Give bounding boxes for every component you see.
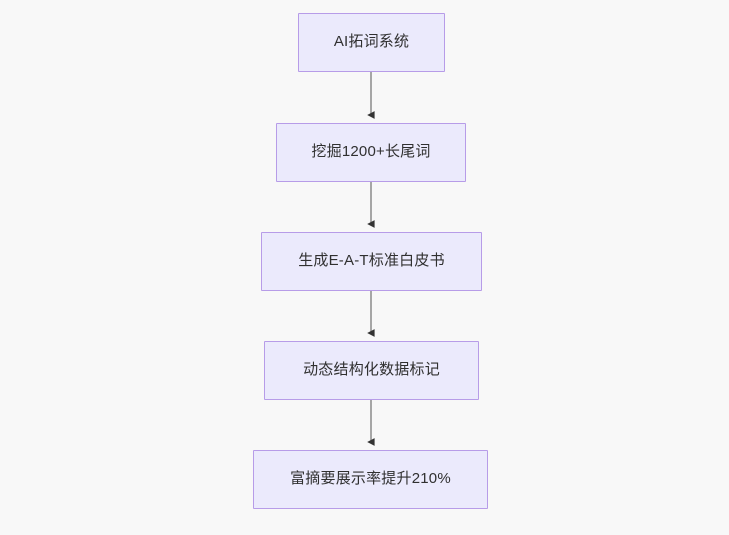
flow-node-4[interactable]: 动态结构化数据标记 [264,341,479,400]
flow-node-4-label: 动态结构化数据标记 [303,361,440,379]
flow-node-1-label: AI拓词系统 [333,33,410,51]
flow-node-1[interactable]: AI拓词系统 [298,13,445,72]
flow-node-3-label: 生成E-A-T标准白皮书 [298,252,445,270]
flow-node-5-label: 富摘要展示率提升210% [290,470,451,488]
flow-node-3[interactable]: 生成E-A-T标准白皮书 [261,232,482,291]
flow-node-2[interactable]: 挖掘1200+长尾词 [276,123,466,182]
flow-node-5[interactable]: 富摘要展示率提升210% [253,450,488,509]
flow-node-2-label: 挖掘1200+长尾词 [311,143,431,161]
